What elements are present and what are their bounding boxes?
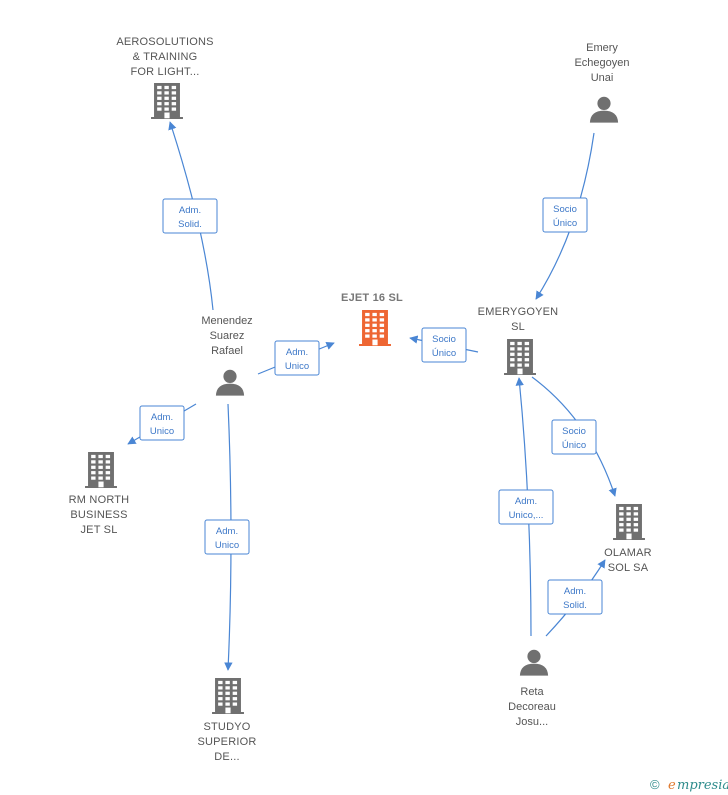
relation-label-box[interactable] <box>542 197 588 233</box>
relation-label-text: Adm. <box>564 586 586 597</box>
relation-label-text: Socio <box>553 204 577 215</box>
edge-menendez-to-aero: Adm. Solid. <box>162 121 218 311</box>
relation-label-box[interactable] <box>547 579 603 615</box>
relation-label-box[interactable] <box>162 198 218 234</box>
node-label[interactable]: Reta <box>520 686 544 698</box>
building-icon[interactable] <box>504 339 536 375</box>
watermark-initial: e <box>668 778 676 793</box>
relation-label-text: Unico <box>150 426 174 437</box>
node-reta[interactable]: RetaDecoreauJosu... <box>508 649 556 728</box>
node-label[interactable]: AEROSOLUTIONS <box>116 36 213 48</box>
relation-label-box[interactable] <box>498 489 554 525</box>
node-studyo[interactable]: STUDYO SUPERIOR DE... <box>197 678 256 763</box>
node-label[interactable]: RM NORTH <box>69 494 130 506</box>
building-icon[interactable] <box>613 504 645 540</box>
building-icon[interactable] <box>359 310 391 346</box>
node-label[interactable]: Rafael <box>211 345 243 357</box>
node-label[interactable]: OLAMAR <box>604 547 652 559</box>
node-label[interactable]: JET SL <box>80 524 117 536</box>
relation-label-text: Unico <box>285 361 309 372</box>
node-label[interactable]: DE... <box>214 751 239 763</box>
relation-label-text: Unico <box>215 540 239 551</box>
watermark: © e mpresia <box>650 777 728 793</box>
relation-label-text: Adm. <box>179 205 201 216</box>
relation-label-text: Unico,... <box>509 510 544 521</box>
relation-label-box[interactable] <box>274 340 320 376</box>
building-icon[interactable] <box>85 452 117 488</box>
edge-reta-to-emerygoyen: Adm. Unico,... <box>498 377 554 637</box>
person-icon[interactable] <box>519 649 549 676</box>
edge-menendez-to-rmnorth: Adm. Unico <box>127 403 197 445</box>
relation-label-box[interactable] <box>204 519 250 555</box>
node-label[interactable]: Menendez <box>201 315 252 327</box>
node-olamar[interactable]: OLAMAR SOL SA <box>604 504 652 574</box>
node-label[interactable]: SL <box>511 321 525 333</box>
node-label[interactable]: Echegoyen <box>574 57 629 69</box>
node-label[interactable]: EJET 16 SL <box>341 292 403 304</box>
node-emerygoyen[interactable]: EMERYGOYEN SL <box>478 306 559 375</box>
edge-reta-to-olamar: Adm. Solid. <box>545 559 606 637</box>
relation-label-text: Socio <box>432 334 456 345</box>
person-icon[interactable] <box>215 369 245 396</box>
relation-label-text: Único <box>562 440 586 451</box>
node-label[interactable]: SUPERIOR <box>197 736 256 748</box>
copyright-icon: © <box>650 777 660 792</box>
node-rmnorth[interactable]: RM NORTH BUSINESS JET SL <box>69 452 130 536</box>
relation-label-text: Solid. <box>563 600 587 611</box>
relation-label-text: Solid. <box>178 219 202 230</box>
relation-label-text: Socio <box>562 426 586 437</box>
relation-label-box[interactable] <box>551 419 597 455</box>
node-label[interactable]: EMERYGOYEN <box>478 306 559 318</box>
node-label[interactable]: Emery <box>586 42 618 54</box>
node-label[interactable]: Decoreau <box>508 701 556 713</box>
node-label[interactable]: STUDYO <box>203 721 250 733</box>
relation-label-text: Adm. <box>151 412 173 423</box>
building-icon[interactable] <box>151 83 183 119</box>
node-label[interactable]: Josu... <box>516 716 548 728</box>
node-label[interactable]: Suarez <box>210 330 245 342</box>
edge-menendez-to-ejet: Adm. Unico <box>257 340 335 376</box>
relation-label-box[interactable] <box>421 327 467 363</box>
relation-label-box[interactable] <box>139 405 185 441</box>
relation-label-text: Adm. <box>515 496 537 507</box>
watermark-text: mpresia <box>677 778 728 793</box>
node-label[interactable]: Unai <box>591 72 614 84</box>
node-label[interactable]: BUSINESS <box>70 509 127 521</box>
node-aero[interactable]: AEROSOLUTIONS & TRAINING FOR LIGHT... <box>116 36 213 119</box>
relation-label-text: Adm. <box>286 347 308 358</box>
edge-menendez-to-studyo: Adm. Unico <box>204 403 250 671</box>
node-ejet[interactable]: EJET 16 SL <box>341 292 403 346</box>
node-label[interactable]: SOL SA <box>608 562 649 574</box>
relation-label-text: Único <box>432 348 456 359</box>
building-icon[interactable] <box>212 678 244 714</box>
relation-label-text: Adm. <box>216 526 238 537</box>
person-icon[interactable] <box>589 96 619 123</box>
relation-label-text: Único <box>553 218 577 229</box>
node-label[interactable]: FOR LIGHT... <box>130 66 199 78</box>
node-label[interactable]: & TRAINING <box>133 51 198 63</box>
